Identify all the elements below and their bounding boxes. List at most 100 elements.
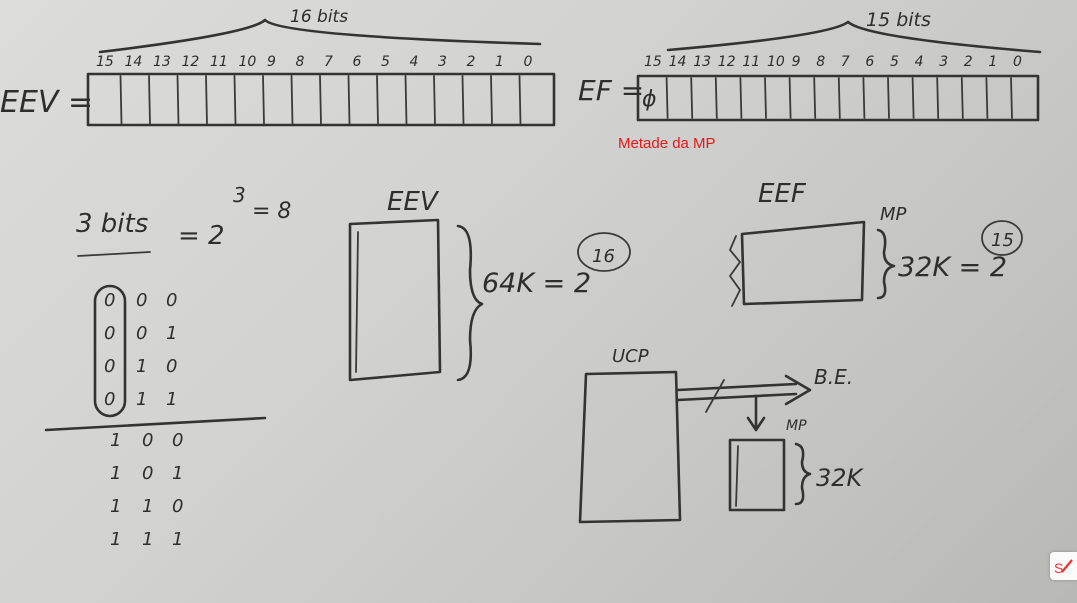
- eev-bit-divider: [176, 75, 180, 125]
- eev-memory-box: [348, 218, 442, 382]
- eev-size-brace: [456, 224, 484, 382]
- binary-digit: 1: [172, 463, 183, 484]
- eev-size: 64K = 2: [482, 268, 591, 299]
- binary-digit: 1: [166, 389, 177, 410]
- ef-bit-divider: [739, 77, 743, 119]
- ef-bit-divider: [837, 77, 841, 119]
- ef-bit-number: 5: [890, 54, 899, 70]
- eef-box-label: EEF: [758, 179, 807, 209]
- binary-digit: 0: [104, 389, 115, 410]
- ef-bit-divider: [887, 77, 890, 119]
- red-note: Metade da MP: [618, 135, 716, 152]
- eev-bit-divider: [119, 75, 123, 125]
- eef-size: 32K = 2: [898, 252, 1007, 283]
- three-bits-eq: = 2: [178, 221, 225, 251]
- binary-digit: 0: [172, 496, 183, 517]
- eev-bit-divider: [490, 75, 493, 125]
- msb-zero-highlight: [93, 284, 127, 418]
- logo-pen-stroke: [1061, 559, 1073, 573]
- eev-bit-number: 14: [125, 54, 143, 70]
- be-label: B.E.: [814, 365, 853, 389]
- ef-bit-divider: [911, 77, 915, 119]
- eev-bit-divider: [233, 75, 237, 125]
- ef-bit-number: 12: [718, 54, 736, 70]
- ef-bit-number: 9: [792, 54, 801, 70]
- binary-digit: 1: [110, 529, 121, 550]
- three-bits-result: = 8: [252, 199, 291, 224]
- eev-bit-number: 2: [467, 54, 476, 70]
- ef-bit-divider: [813, 77, 817, 119]
- binary-digit: 1: [136, 389, 147, 410]
- ef-bit-divider: [764, 77, 767, 119]
- binary-digit: 1: [110, 430, 121, 451]
- ef-bit-divider: [788, 77, 792, 119]
- three-bits-underline: [77, 251, 151, 257]
- binary-digit: 0: [142, 430, 153, 451]
- eev-bit-number: 11: [210, 54, 228, 70]
- eev-register-box: [86, 72, 556, 127]
- pen-logo-icon: S: [1050, 552, 1077, 580]
- binary-digit: 1: [110, 463, 121, 484]
- ef-bit-number: 14: [669, 54, 687, 70]
- eev-bit-divider: [347, 75, 351, 125]
- binary-digit: 1: [142, 496, 153, 517]
- eef-mp-label: MP: [880, 204, 907, 225]
- ef-bit-number: 8: [816, 54, 825, 70]
- ef-bit-cells: [665, 77, 1013, 119]
- ef-bit-number: 15: [644, 54, 662, 70]
- ef-bit-divider: [1010, 77, 1013, 119]
- eev-exp: 16: [592, 246, 615, 267]
- ef-bit-number: 2: [964, 54, 973, 70]
- eev-bit-number: 3: [438, 54, 447, 70]
- eev-bit-number: 7: [324, 54, 333, 70]
- ef-register-label: EF =: [578, 74, 644, 107]
- ef-bit-number: 3: [939, 54, 948, 70]
- eev-bit-number: 5: [381, 54, 390, 70]
- ef-bit-divider: [862, 77, 866, 119]
- ef-bit-divider: [960, 77, 964, 119]
- three-bits-exp: 3: [233, 183, 246, 207]
- eev-bit-number: 9: [267, 54, 276, 70]
- eev-exp-circle: [577, 232, 631, 272]
- ucp-box: [578, 370, 682, 524]
- eef-size-brace: [876, 228, 896, 300]
- binary-digit: 0: [104, 290, 115, 311]
- eev-box-label: EEV: [387, 187, 440, 217]
- eev-box-inner-line: [355, 231, 359, 373]
- eev-bit-number: 15: [96, 54, 114, 70]
- eev-bit-divider: [404, 75, 408, 125]
- mp-small-inner-line: [735, 445, 739, 507]
- eev-bit-number: 10: [239, 54, 257, 70]
- eev-bit-number: 12: [182, 54, 200, 70]
- eev-bit-divider: [433, 75, 436, 125]
- binary-digit: 0: [136, 323, 147, 344]
- binary-digit: 1: [142, 529, 153, 550]
- eev-bit-divider: [262, 75, 265, 125]
- eev-brace: [98, 18, 542, 54]
- ef-bit-number: 7: [841, 54, 850, 70]
- binary-digit: 1: [110, 496, 121, 517]
- ef-bit-number: 6: [865, 54, 874, 70]
- eev-bits-caption: 16 bits: [290, 7, 348, 27]
- eev-bit-divider: [319, 75, 322, 125]
- eef-exp-circle: [981, 220, 1023, 256]
- eev-bit-divider: [148, 75, 151, 125]
- ef-bit-divider: [714, 77, 718, 119]
- eev-register-label: EEV =: [0, 85, 93, 120]
- binary-digit: 0: [166, 290, 177, 311]
- eef-zigzag: [728, 235, 742, 307]
- mp-small-box: [728, 438, 786, 512]
- pen-logo-graphic: S: [1054, 559, 1073, 576]
- eev-bit-divider: [461, 75, 465, 125]
- eev-bit-number: 1: [495, 54, 504, 70]
- mp-small-label: MP: [786, 418, 807, 434]
- binary-digit: 0: [104, 323, 115, 344]
- ef-bit-number: 10: [767, 54, 785, 70]
- ef-bit-divider: [985, 77, 989, 119]
- ef-bit-number: 1: [988, 54, 997, 70]
- binary-digit: 0: [142, 463, 153, 484]
- ucp-label: UCP: [612, 346, 649, 367]
- binary-digit: 1: [166, 323, 177, 344]
